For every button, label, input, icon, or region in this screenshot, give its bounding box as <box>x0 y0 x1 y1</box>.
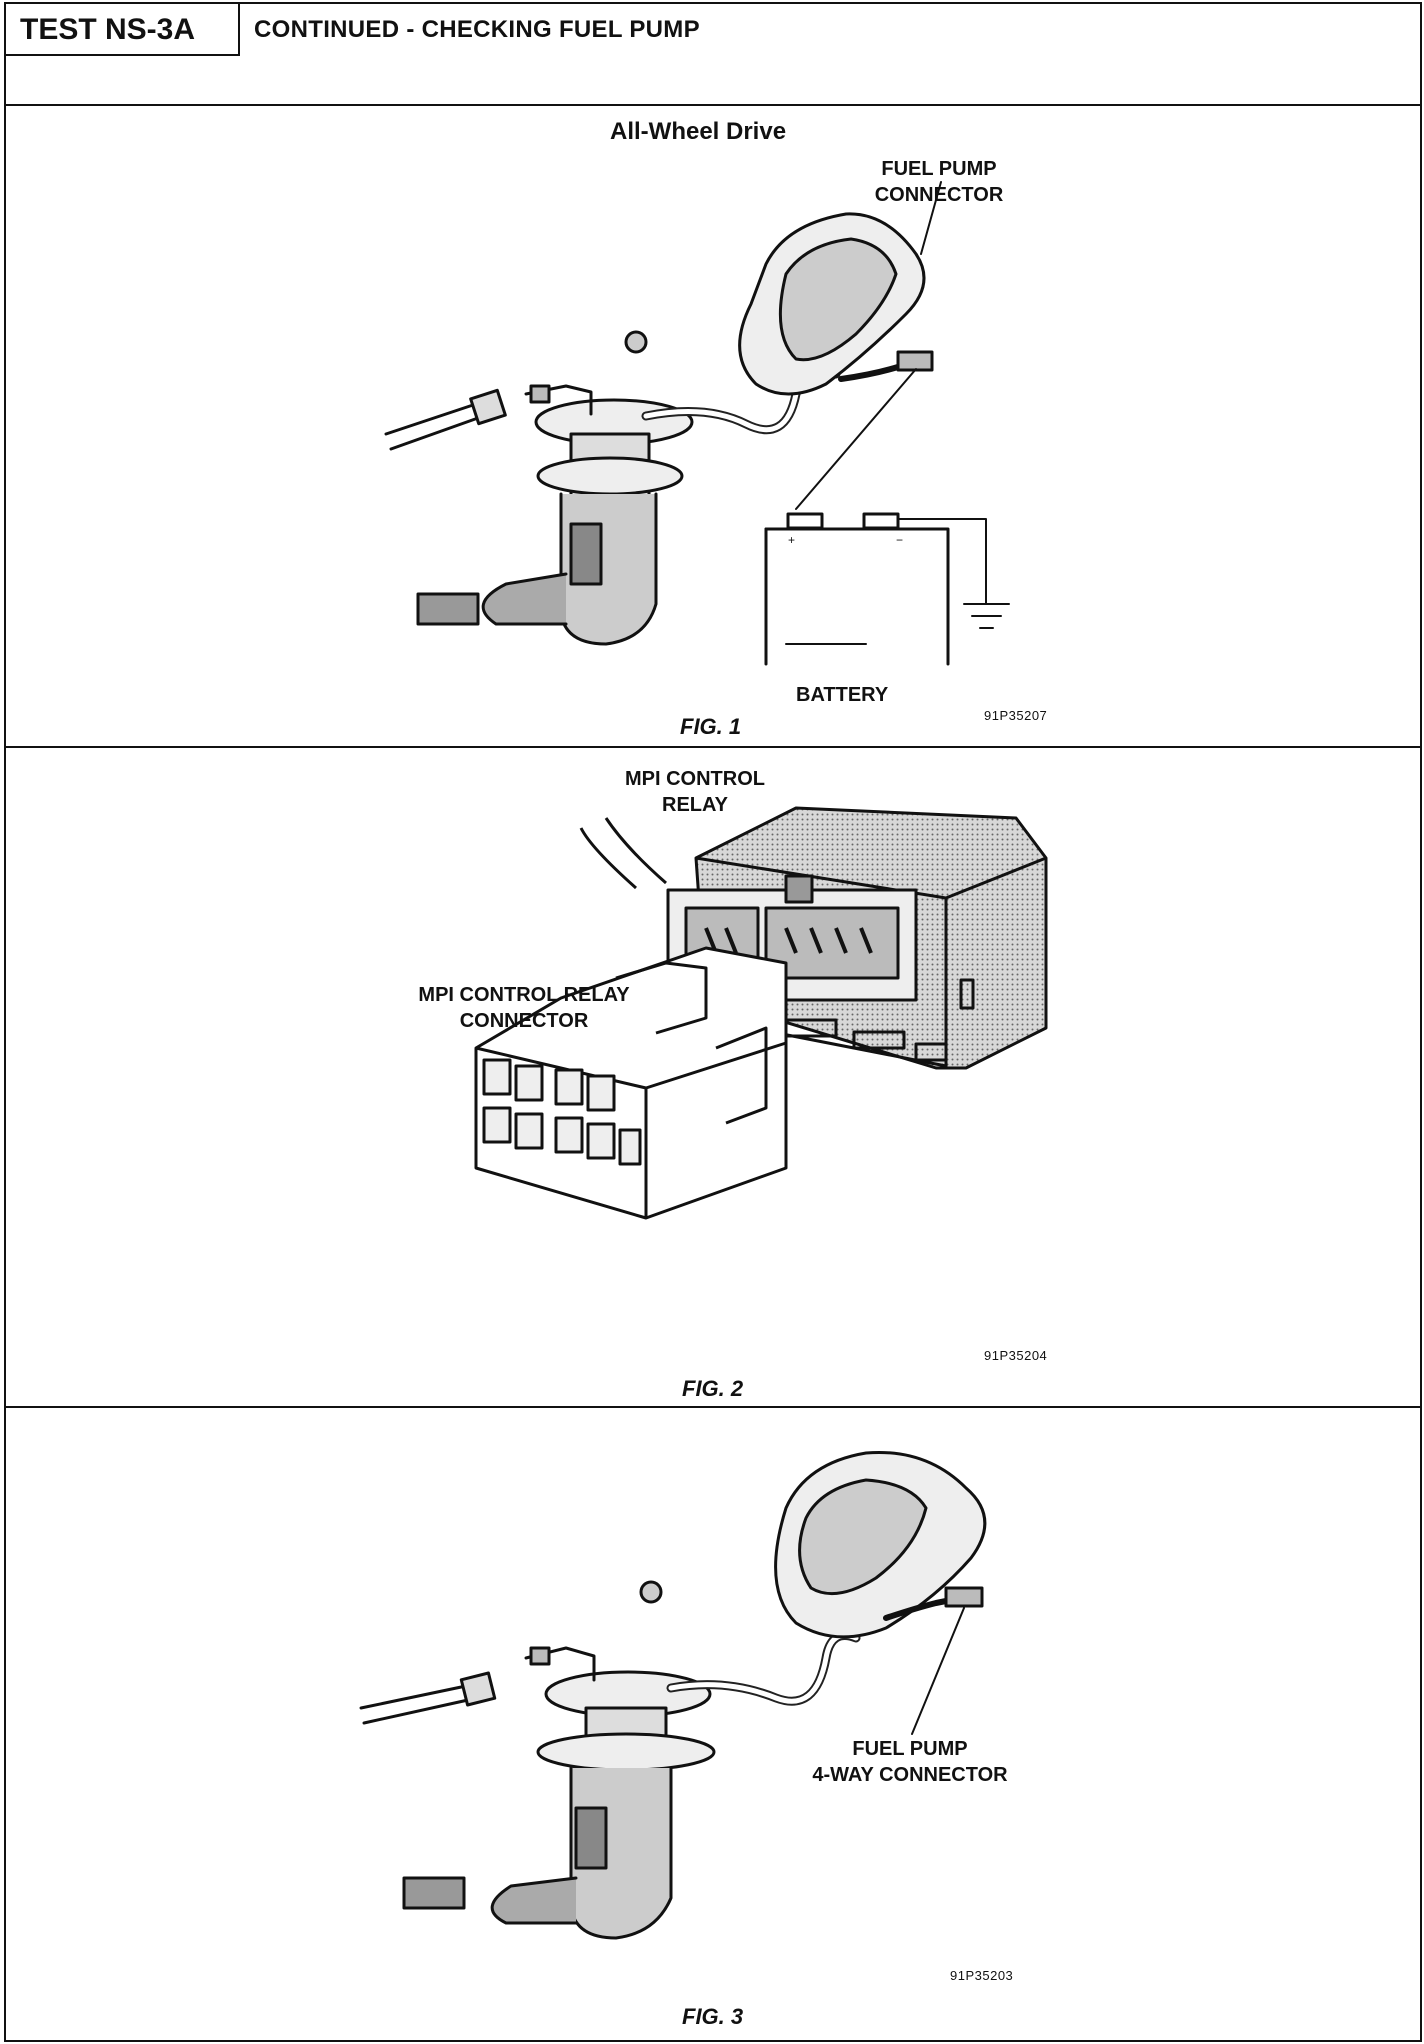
mpi-control-relay-connector-label: MPI CONTROL RELAY CONNECTOR <box>390 982 658 1034</box>
figure-1-panel: + − All-Wheel Drive FUEL PUMP CONNECTOR … <box>6 104 1420 748</box>
battery-label: BATTERY <box>796 684 889 706</box>
figure-1-caption: FIG. 1 <box>680 714 742 739</box>
figure-2-caption: FIG. 2 <box>682 1376 744 1401</box>
page-frame: TEST NS-3A CONTINUED - CHECKING FUEL PUM… <box>4 2 1422 2042</box>
mpi-control-relay-label-line2: RELAY <box>662 794 728 816</box>
figure-1-code: 91P35207 <box>984 708 1048 723</box>
fuel-pump-connector-label-line1: FUEL PUMP <box>881 158 997 180</box>
mpi-control-relay-illustration <box>474 806 1048 1220</box>
mpi-control-relay-label: MPI CONTROL RELAY <box>600 766 790 818</box>
fuel-pump-connector-label: FUEL PUMP CONNECTOR <box>864 156 1014 208</box>
svg-text:−: − <box>896 533 903 547</box>
figure-2-panel: MPI CONTROL RELAY MPI CONTROL RELAY CONN… <box>6 748 1420 1408</box>
fuel-pump-4-way-connector-label: FUEL PUMP 4-WAY CONNECTOR <box>790 1736 1030 1788</box>
figure-3-panel: FUEL PUMP 4-WAY CONNECTOR 91P35203 FIG. … <box>6 1408 1420 2042</box>
page-header: TEST NS-3A CONTINUED - CHECKING FUEL PUM… <box>6 4 1420 106</box>
figure-3-caption: FIG. 3 <box>682 2004 744 2029</box>
figure-2-code: 91P35204 <box>984 1348 1048 1363</box>
fuel-pump-awd-illustration: + − <box>384 181 1010 666</box>
fuel-pump-connector-label-line2: CONNECTOR <box>874 184 1004 206</box>
mpi-control-relay-connector-label-line1: MPI CONTROL RELAY <box>418 984 630 1006</box>
fuel-pump-4-way-connector-label-line1: FUEL PUMP <box>852 1738 968 1760</box>
figure-1-subtitle: All-Wheel Drive <box>610 118 787 145</box>
fuel-pump-4-way-connector-illustration <box>359 1450 987 1940</box>
svg-text:+: + <box>788 533 795 547</box>
test-id: TEST NS-3A <box>6 4 240 56</box>
mpi-control-relay-connector-label-line2: CONNECTOR <box>459 1010 589 1032</box>
page-title: CONTINUED - CHECKING FUEL PUMP <box>254 16 700 43</box>
fuel-pump-4-way-connector-label-line2: 4-WAY CONNECTOR <box>812 1764 1008 1786</box>
figure-3-code: 91P35203 <box>950 1968 1014 1983</box>
mpi-control-relay-label-line1: MPI CONTROL <box>625 768 765 790</box>
